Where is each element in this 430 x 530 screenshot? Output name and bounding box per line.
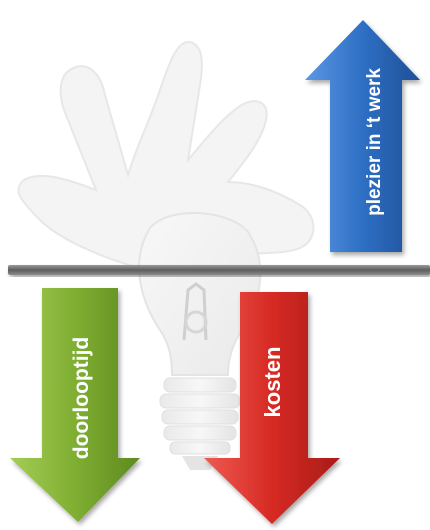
divider-bar (8, 265, 430, 275)
lightbulb-hand-icon (17, 40, 315, 470)
up-arrow-label: plezier in ‘t werk (364, 68, 385, 216)
hand-shape (17, 40, 315, 274)
lead-time-arrow: doorlooptijd (10, 288, 140, 522)
up-arrow: plezier in ‘t werk (305, 20, 420, 252)
bulb-filament (182, 282, 208, 341)
costs-arrow: kosten (204, 292, 340, 524)
bulb-base (159, 377, 241, 470)
bulb-glass (138, 211, 262, 376)
costs-arrow-label: kosten (260, 347, 285, 418)
lead-time-arrow-label: doorlooptijd (70, 337, 93, 459)
